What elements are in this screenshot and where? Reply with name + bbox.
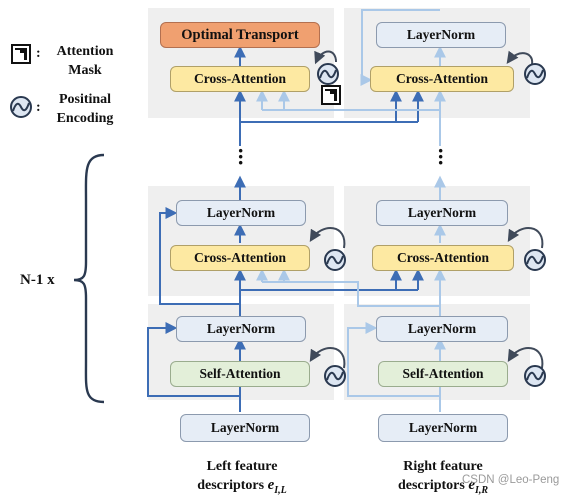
input-layernorm-right: LayerNorm — [378, 414, 508, 442]
input-layernorm-left: LayerNorm — [180, 414, 310, 442]
layernorm-box: LayerNorm — [176, 200, 306, 226]
layernorm-box: LayerNorm — [376, 316, 508, 342]
left-self-residual — [147, 322, 240, 397]
right-top-residual — [360, 9, 440, 86]
left-cross-residual — [159, 207, 240, 305]
ellipsis-left: ··· — [237, 138, 245, 175]
positional-encoding-icon — [524, 63, 546, 85]
repeat-brace — [73, 153, 105, 404]
cross-attention-box: Cross-Attention — [370, 66, 514, 92]
right-self-residual — [347, 322, 440, 397]
right-input-line2: descriptors eI,R — [397, 477, 489, 496]
self-attention-box: Self-Attention — [378, 361, 508, 387]
legend-mask-icon — [11, 44, 31, 64]
positional-encoding-icon — [524, 365, 546, 387]
legend-mask-label: Attention Mask — [56, 44, 114, 78]
legend-colon: : — [36, 100, 41, 115]
positional-encoding-icon — [317, 63, 339, 85]
layernorm-box: LayerNorm — [176, 316, 306, 342]
layernorm-box: LayerNorm — [376, 22, 506, 48]
right-input-line1: Right feature — [403, 459, 483, 474]
cross-attention-box: Cross-Attention — [372, 245, 514, 271]
legend-pe-label: Positinal Encoding — [56, 92, 114, 126]
ellipsis-right: ··· — [437, 138, 445, 175]
watermark: CSDN @Leo-Peng — [462, 474, 560, 486]
positional-encoding-icon — [524, 249, 546, 271]
left-input-label: Left feature descriptors eI,L — [180, 458, 304, 500]
cross-attention-box: Cross-Attention — [170, 245, 310, 271]
layernorm-box: LayerNorm — [376, 200, 508, 226]
left-input-line2: descriptors eI,L — [197, 477, 287, 496]
right-input-label: Right feature descriptors eI,R — [380, 458, 506, 500]
cross-attention-box: Cross-Attention — [170, 66, 310, 92]
positional-encoding-icon — [324, 249, 346, 271]
attention-mask-icon — [321, 85, 341, 105]
optimal-transport-box: Optimal Transport — [160, 22, 320, 48]
self-attention-box: Self-Attention — [170, 361, 310, 387]
legend-pe-icon — [10, 96, 32, 118]
repeat-label: N-1 x — [20, 272, 55, 288]
left-input-line1: Left feature — [206, 459, 278, 474]
legend-colon: : — [36, 46, 41, 61]
positional-encoding-icon — [324, 365, 346, 387]
